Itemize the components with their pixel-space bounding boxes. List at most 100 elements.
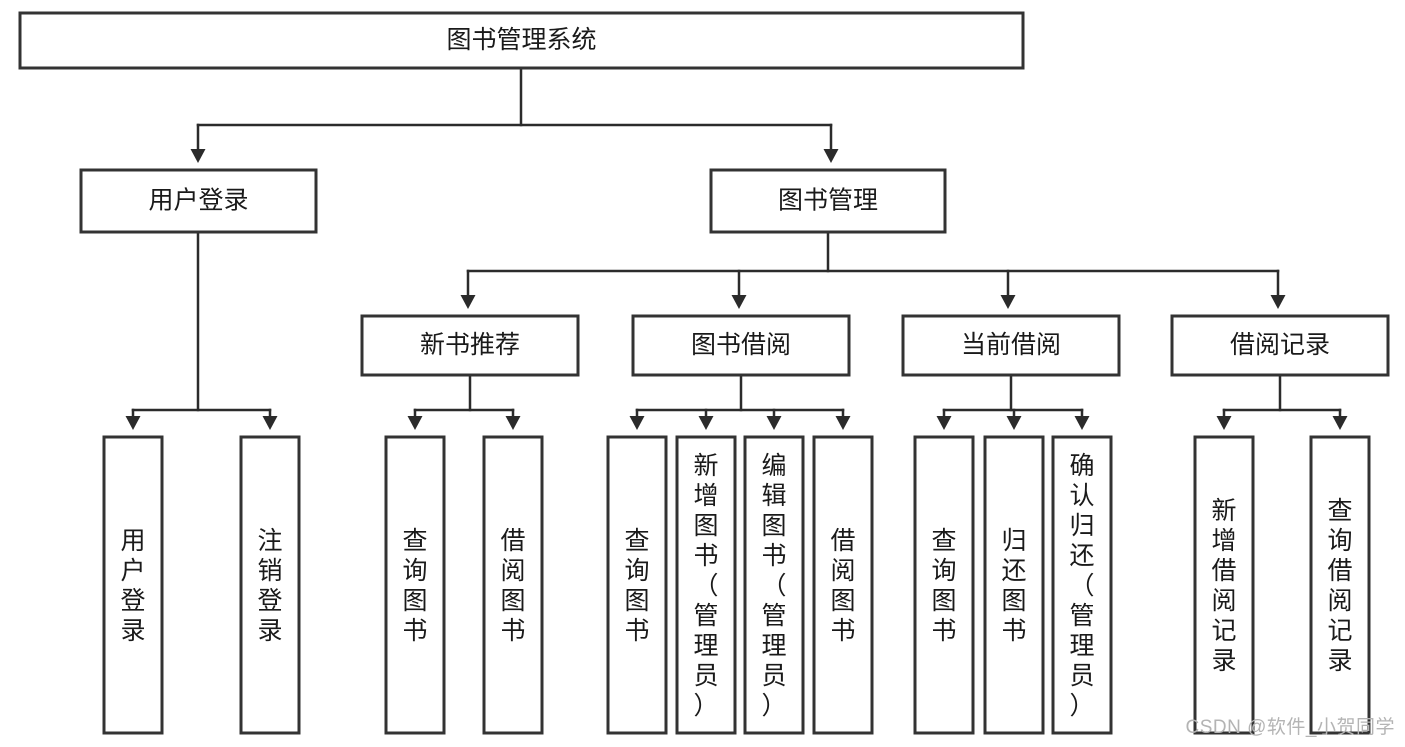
node-leaf-add-book-admin[interactable]: 新增图书（管理员）	[675, 435, 737, 735]
connector	[190, 123, 206, 163]
node-book-manage[interactable]: 图书管理	[709, 168, 947, 234]
node-label: 新增图书（管理员）	[693, 452, 718, 720]
arrow-head-icon	[698, 416, 714, 430]
node-leaf-add-borrow-record[interactable]: 新增借阅记录	[1193, 435, 1255, 735]
connector-layer	[125, 66, 1348, 430]
arrow-head-icon	[1006, 416, 1022, 430]
node-root[interactable]: 图书管理系统	[18, 11, 1025, 70]
connector	[460, 269, 476, 309]
arrow-head-icon	[407, 416, 423, 430]
connector	[936, 408, 952, 430]
node-box	[606, 435, 668, 735]
node-label: 用户登录	[120, 527, 145, 645]
node-box	[1193, 435, 1255, 735]
connector	[1006, 408, 1022, 430]
connector	[1216, 408, 1232, 430]
node-box	[239, 435, 301, 735]
connector	[823, 123, 839, 163]
node-box	[1170, 314, 1390, 377]
arrow-head-icon	[1216, 416, 1232, 430]
node-box	[812, 435, 874, 735]
node-label: 新增借阅记录	[1211, 497, 1236, 675]
connector	[505, 408, 521, 430]
node-box	[1309, 435, 1371, 735]
node-leaf-user-logout[interactable]: 注销登录	[239, 435, 301, 735]
arrow-head-icon	[125, 416, 141, 430]
node-box	[79, 168, 318, 234]
node-box	[1051, 435, 1113, 735]
node-leaf-user-login[interactable]: 用户登录	[102, 435, 164, 735]
connector	[629, 408, 645, 430]
node-label: 用户登录	[148, 187, 248, 215]
arrow-head-icon	[190, 149, 206, 163]
node-box	[482, 435, 544, 735]
connector	[407, 408, 423, 430]
node-borrow-record[interactable]: 借阅记录	[1170, 314, 1390, 377]
arrow-head-icon	[1074, 416, 1090, 430]
connector	[1270, 269, 1286, 309]
arrow-head-icon	[629, 416, 645, 430]
node-user-login[interactable]: 用户登录	[79, 168, 318, 234]
node-box	[18, 11, 1025, 70]
node-label: 归还图书	[1001, 527, 1026, 645]
arrow-head-icon	[460, 295, 476, 309]
connector	[1332, 408, 1348, 430]
arrow-head-icon	[823, 149, 839, 163]
node-label: 借阅图书	[830, 527, 855, 645]
arrow-head-icon	[731, 295, 747, 309]
node-leaf-query-borrow-record[interactable]: 查询借阅记录	[1309, 435, 1371, 735]
node-label: 新书推荐	[420, 331, 520, 359]
node-label: 图书借阅	[691, 331, 791, 359]
arrow-head-icon	[505, 416, 521, 430]
node-label: 查询图书	[624, 527, 649, 645]
connector	[731, 269, 747, 309]
node-new-book-recommend[interactable]: 新书推荐	[360, 314, 580, 377]
arrow-head-icon	[1270, 295, 1286, 309]
node-box	[675, 435, 737, 735]
node-box	[631, 314, 851, 377]
node-leaf-query-book-3[interactable]: 查询图书	[913, 435, 975, 735]
node-leaf-borrow-book-1[interactable]: 借阅图书	[482, 435, 544, 735]
connector	[125, 408, 141, 430]
node-label: 查询图书	[402, 527, 427, 645]
node-box	[709, 168, 947, 234]
node-current-borrow[interactable]: 当前借阅	[901, 314, 1121, 377]
connector	[835, 408, 851, 430]
connector	[766, 408, 782, 430]
node-label: 借阅记录	[1230, 331, 1330, 359]
node-box	[913, 435, 975, 735]
node-box	[102, 435, 164, 735]
node-label: 图书管理	[778, 187, 878, 215]
node-box	[901, 314, 1121, 377]
node-leaf-confirm-return-admin[interactable]: 确认归还（管理员）	[1051, 435, 1113, 735]
node-leaf-query-book-1[interactable]: 查询图书	[384, 435, 446, 735]
node-leaf-borrow-book-2[interactable]: 借阅图书	[812, 435, 874, 735]
node-label: 编辑图书（管理员）	[761, 452, 786, 720]
node-leaf-edit-book-admin[interactable]: 编辑图书（管理员）	[743, 435, 805, 735]
node-label: 查询借阅记录	[1327, 497, 1352, 675]
node-box	[384, 435, 446, 735]
arrow-head-icon	[766, 416, 782, 430]
node-leaf-query-book-2[interactable]: 查询图书	[606, 435, 668, 735]
arrow-head-icon	[835, 416, 851, 430]
node-layer: 图书管理系统用户登录图书管理新书推荐图书借阅当前借阅借阅记录用户登录注销登录查询…	[18, 11, 1390, 735]
node-book-borrow[interactable]: 图书借阅	[631, 314, 851, 377]
node-label: 确认归还（管理员）	[1069, 452, 1094, 720]
node-label: 查询图书	[931, 527, 956, 645]
node-box	[983, 435, 1045, 735]
node-box	[360, 314, 580, 377]
node-box	[743, 435, 805, 735]
node-label: 图书管理系统	[446, 26, 596, 54]
node-label: 借阅图书	[500, 527, 525, 645]
node-label: 注销登录	[257, 527, 282, 645]
arrow-head-icon	[1000, 295, 1016, 309]
connector	[698, 408, 714, 430]
connector	[1074, 408, 1090, 430]
connector	[1000, 269, 1016, 309]
node-label: 当前借阅	[961, 331, 1061, 359]
arrow-head-icon	[1332, 416, 1348, 430]
node-leaf-return-book[interactable]: 归还图书	[983, 435, 1045, 735]
arrow-head-icon	[936, 416, 952, 430]
connector	[262, 408, 278, 430]
